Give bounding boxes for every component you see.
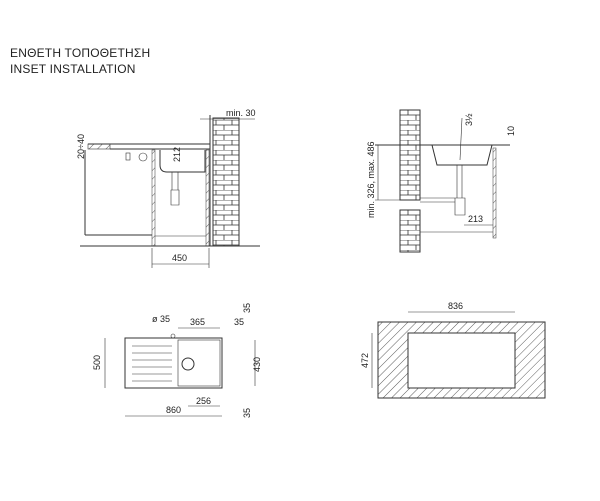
brick-wall xyxy=(212,117,240,247)
dim-waste-size: 3½ xyxy=(464,113,474,126)
dim-cut-length: 836 xyxy=(448,301,463,311)
brick-wall xyxy=(399,109,421,201)
worktop xyxy=(87,143,111,150)
dim-drain-offset: 256 xyxy=(196,396,211,406)
cutout-view: 836 472 xyxy=(360,301,546,399)
bowl xyxy=(177,339,221,387)
dim-cut-width: 472 xyxy=(360,353,370,368)
plan-view: 500 ø 35 365 35 35 430 35 256 860 xyxy=(92,303,262,418)
siphon xyxy=(170,172,180,206)
dim-height-range: min. 326, max. 486 xyxy=(366,141,376,218)
dim-min-wall: min. 30 xyxy=(226,108,256,118)
dim-rim-label: 10 xyxy=(506,126,516,136)
sink-bowl xyxy=(431,144,493,166)
section-view: min. 326, max. 486 3½ 10 213 xyxy=(366,109,516,253)
dim-length: 860 xyxy=(166,405,181,415)
sink-bowl xyxy=(159,150,206,173)
title-english: INSET INSTALLATION xyxy=(10,62,136,76)
dim-width: 500 xyxy=(92,355,102,370)
dim-edge-bottom: 35 xyxy=(242,408,252,418)
side-view: 450 min. 30 20÷40 212 xyxy=(76,108,260,268)
title-greek: ΕΝΘΕΤΗ ΤΟΠΟΘΕΤΗΣΗ xyxy=(10,46,151,60)
dim-cabinet-width: 450 xyxy=(172,253,187,263)
dim-worktop-thickness: 20÷40 xyxy=(76,134,86,159)
dim-edge-top-h: 35 xyxy=(234,317,244,327)
dim-waste-diameter: ø 35 xyxy=(152,314,170,324)
sink-outline xyxy=(124,337,223,389)
siphon xyxy=(420,165,466,216)
dim-bowl-offset: 365 xyxy=(190,317,205,327)
dim-edge-top: 35 xyxy=(242,303,252,313)
drainer-grooves xyxy=(132,345,172,382)
worktop-cutout xyxy=(377,321,546,399)
dim-bowl-depth: 212 xyxy=(172,147,182,162)
dim-bowl-width: 430 xyxy=(252,357,262,372)
dim-outlet-offset: 213 xyxy=(468,214,483,224)
drain-icon xyxy=(181,357,195,371)
